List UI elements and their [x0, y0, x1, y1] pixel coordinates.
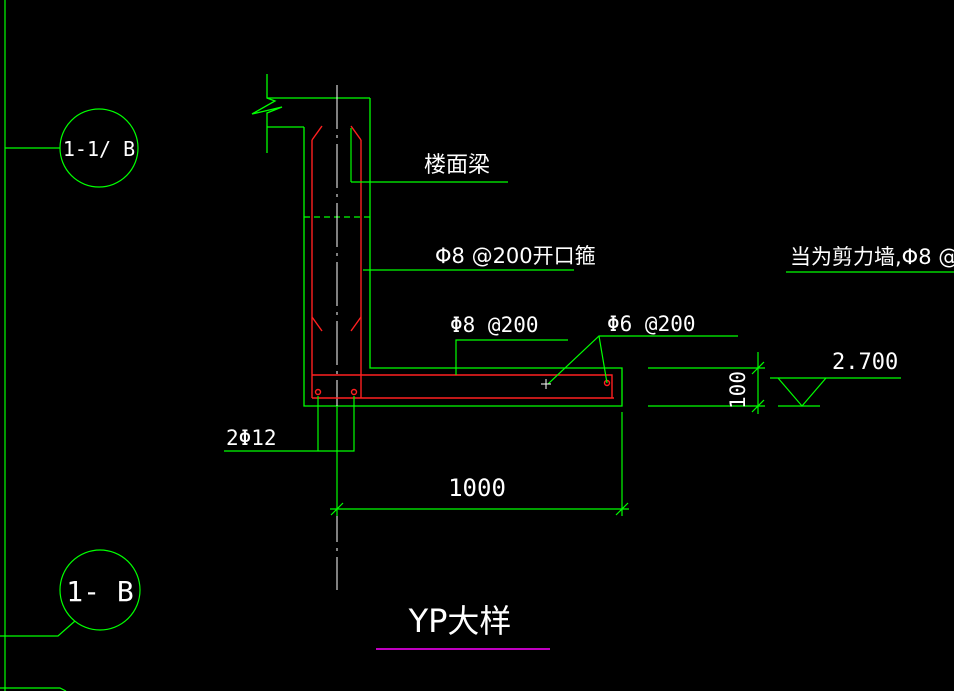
- thickness-tick-bottom: [751, 399, 765, 413]
- width-tick-right: [615, 502, 629, 516]
- shear-wall-note-label: 当为剪力墙,Φ8 @20: [790, 245, 954, 269]
- grid-bottom-leader: [0, 687, 67, 691]
- rebar-group: [311, 125, 614, 399]
- grid-bubble-1: [59, 108, 139, 188]
- width-dimension: [330, 406, 629, 516]
- leader-lines: [224, 128, 954, 452]
- elevation-label: 2.700: [832, 350, 898, 375]
- stirrup-hook-bottom-left: [311, 316, 323, 332]
- grid-bubble-2-leader: [0, 620, 76, 637]
- corner-bars-leader: [224, 396, 355, 452]
- grid-bubble-2: [59, 549, 141, 631]
- elevation-symbol: [770, 377, 901, 407]
- stirrup-hook-top-left: [311, 125, 323, 141]
- top-bar-label: Φ8 @200: [450, 313, 539, 337]
- stirrup-hook-top-right: [350, 125, 362, 141]
- width-tick-left: [330, 502, 344, 516]
- dist-bar-leader: [547, 335, 738, 385]
- corner-bars-label: 2Φ12: [226, 426, 277, 450]
- thickness-dimension: [648, 352, 765, 414]
- grid-bubble-1-label: 1-1/ B: [63, 137, 135, 161]
- grid-axis-group: [0, 0, 141, 691]
- top-bar-leader: [455, 339, 568, 375]
- grid-bubble-2-label: 1- B: [66, 575, 133, 608]
- open-stirrup-label: Φ8 @200开口箍: [435, 244, 596, 268]
- break-line-symbol: [251, 74, 283, 153]
- corner-bar-1: [314, 388, 322, 396]
- dist-bar-label: Φ6 @200: [607, 312, 696, 336]
- corner-bar-2: [350, 388, 358, 396]
- stirrup-hook-bottom-right: [350, 316, 362, 332]
- thickness-tick-top: [751, 361, 765, 375]
- wall-slab-outline: [303, 98, 623, 407]
- elevation-triangle: [777, 377, 827, 407]
- floor-beam-label: 楼面梁: [424, 153, 490, 178]
- detail-title: YP大样: [408, 602, 512, 640]
- dist-bar-leader-b: [598, 335, 608, 384]
- concrete-outline: [251, 74, 623, 407]
- point-marker: [541, 379, 551, 389]
- width-label: 1000: [448, 474, 506, 502]
- slab-top-rebar: [312, 374, 613, 398]
- thickness-label: 100: [726, 371, 750, 409]
